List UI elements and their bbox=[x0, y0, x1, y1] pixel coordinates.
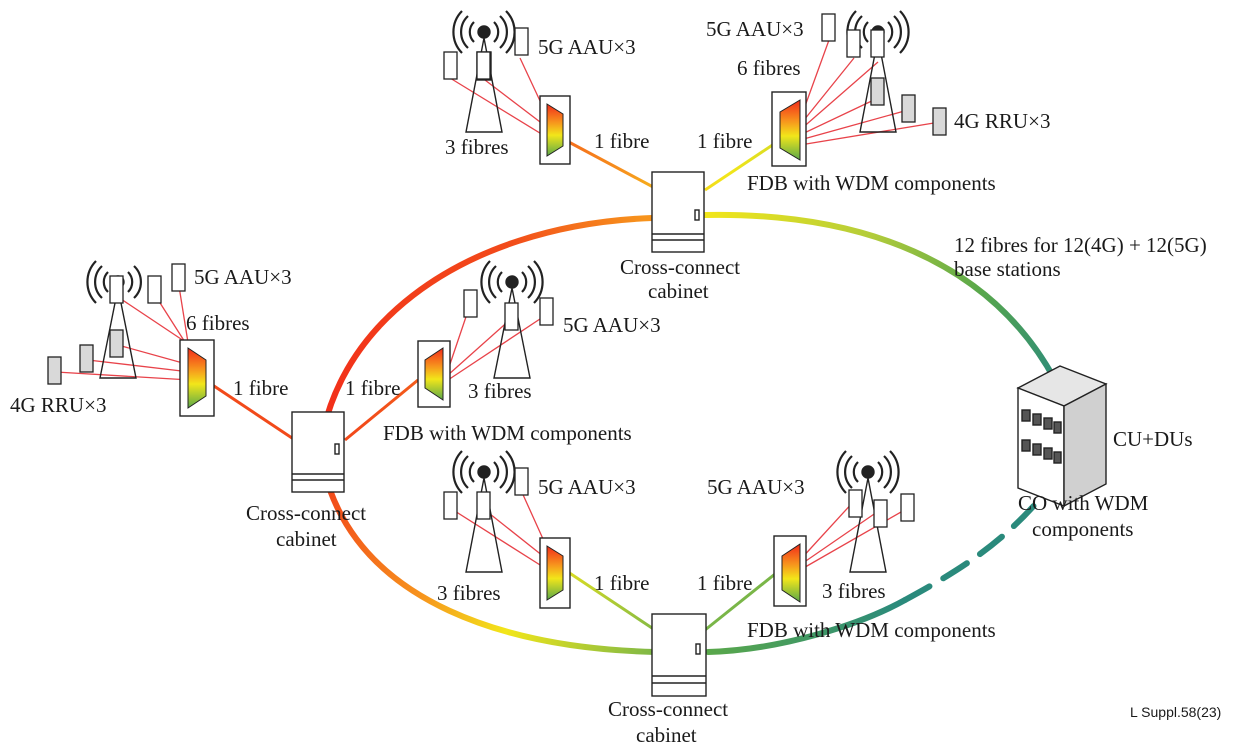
aau-icon bbox=[514, 27, 529, 56]
label-aau: 5G AAU×3 bbox=[194, 265, 292, 289]
rru-icon bbox=[870, 77, 885, 106]
fdb-bottom-right bbox=[773, 535, 807, 607]
aau-icon bbox=[539, 297, 554, 326]
label-fibre: 1 fibre bbox=[697, 129, 752, 153]
central-office-building-icon bbox=[1016, 365, 1108, 508]
label-fdb: FDB with WDM components bbox=[383, 421, 632, 445]
cabinet-icon bbox=[291, 411, 345, 493]
link-middle bbox=[344, 378, 419, 442]
label-cabinet: Cross-connect bbox=[620, 255, 740, 279]
label-co: CO with WDM bbox=[1018, 491, 1149, 515]
labels: 5G AAU×3 3 fibres 1 fibre 5G AAU×3 6 fib… bbox=[10, 17, 1221, 742]
label-fibres: 6 fibres bbox=[186, 311, 250, 335]
label-fibres: 3 fibres bbox=[437, 581, 501, 605]
aau-icon bbox=[504, 302, 519, 331]
aau-icon bbox=[171, 263, 186, 292]
fdb-bottom-left bbox=[539, 537, 571, 609]
aau-icon bbox=[147, 275, 162, 304]
cabinet-icon bbox=[651, 171, 705, 253]
aau-icon bbox=[463, 289, 478, 318]
antenna-units bbox=[47, 13, 947, 528]
label-cabinet: Cross-connect bbox=[246, 501, 366, 525]
label-fibre: 1 fibre bbox=[345, 376, 400, 400]
label-fdb: FDB with WDM components bbox=[747, 171, 996, 195]
label-ring: base stations bbox=[954, 257, 1061, 281]
fdb-middle bbox=[417, 340, 451, 408]
aau-icon bbox=[443, 51, 458, 80]
rru-icon bbox=[901, 94, 916, 123]
label-aau: 5G AAU×3 bbox=[538, 475, 636, 499]
aau-icon bbox=[821, 13, 836, 42]
fdb-left bbox=[179, 339, 215, 417]
label-co: components bbox=[1032, 517, 1133, 541]
label-fibre: 1 fibre bbox=[594, 571, 649, 595]
label-cabinet: cabinet bbox=[276, 527, 337, 551]
figure-id: L Suppl.58(23) bbox=[1130, 704, 1221, 720]
label-rru: 4G RRU×3 bbox=[10, 393, 106, 417]
label-cabinet: Cross-connect bbox=[608, 697, 728, 721]
aau-icon bbox=[848, 489, 863, 518]
link-top-left bbox=[564, 138, 656, 190]
fdb-top-left bbox=[539, 95, 571, 165]
rru-icon bbox=[932, 107, 947, 136]
label-fibre: 1 fibre bbox=[697, 571, 752, 595]
label-aau: 5G AAU×3 bbox=[563, 313, 661, 337]
link-bottom-right bbox=[704, 568, 781, 632]
aau-icon bbox=[476, 51, 491, 80]
fibre-links bbox=[204, 138, 781, 632]
label-fibres: 6 fibres bbox=[737, 56, 801, 80]
rru-icon bbox=[47, 356, 62, 385]
tower-icon bbox=[836, 450, 900, 573]
label-fdb: FDB with WDM components bbox=[747, 618, 996, 642]
aau-icon bbox=[476, 491, 491, 520]
link-bottom-left bbox=[564, 568, 656, 632]
label-aau: 5G AAU×3 bbox=[707, 475, 805, 499]
label-cu-du: CU+DUs bbox=[1113, 427, 1193, 451]
label-fibres: 3 fibres bbox=[822, 579, 886, 603]
aau-icon bbox=[443, 491, 458, 520]
link-left bbox=[204, 378, 296, 442]
ring-segment-bottom-left bbox=[327, 487, 658, 655]
rru-icon bbox=[79, 344, 94, 373]
label-cabinet: cabinet bbox=[636, 723, 697, 742]
label-fibre: 1 fibre bbox=[233, 376, 288, 400]
aau-icon bbox=[900, 493, 915, 522]
drop-lines bbox=[55, 39, 941, 571]
label-fibres: 3 fibres bbox=[468, 379, 532, 403]
rru-icon bbox=[109, 329, 124, 358]
aau-icon bbox=[109, 275, 124, 304]
label-cabinet: cabinet bbox=[648, 279, 709, 303]
ring-segment-dashed bbox=[902, 477, 1058, 603]
label-fibres: 3 fibres bbox=[445, 135, 509, 159]
ring-segment-top-right bbox=[702, 211, 1058, 383]
link-top-right bbox=[704, 138, 781, 192]
label-rru: 4G RRU×3 bbox=[954, 109, 1050, 133]
label-ring: 12 fibres for 12(4G) + 12(5G) bbox=[954, 233, 1207, 257]
tower-icon bbox=[846, 10, 910, 133]
fdb-top-right bbox=[771, 91, 807, 167]
aau-icon bbox=[846, 29, 861, 58]
ring-segment-bottom-right bbox=[705, 597, 908, 655]
label-aau: 5G AAU×3 bbox=[538, 35, 636, 59]
cabinet-icon bbox=[651, 613, 707, 697]
label-fibre: 1 fibre bbox=[594, 129, 649, 153]
label-aau: 5G AAU×3 bbox=[706, 17, 804, 41]
aau-icon bbox=[873, 499, 888, 528]
fibre-ring bbox=[315, 211, 1058, 655]
aau-icon bbox=[514, 467, 529, 496]
tower-icon bbox=[480, 260, 544, 379]
aau-icon bbox=[870, 29, 885, 58]
